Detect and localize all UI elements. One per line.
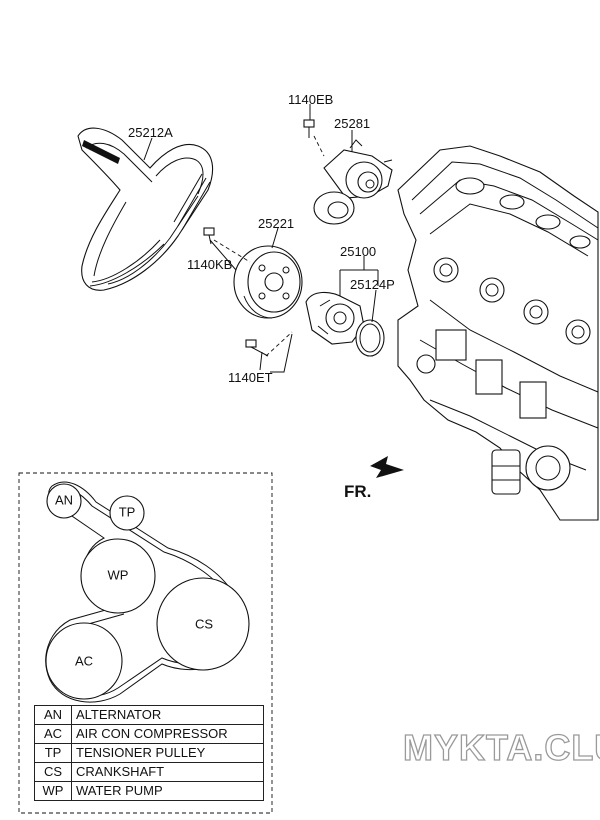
label-25212a: 25212A bbox=[128, 125, 173, 140]
pulley-wp-label: WP bbox=[108, 567, 129, 582]
legend-abbr: TP bbox=[34, 743, 72, 763]
pulley-ac bbox=[45, 622, 123, 700]
pulley-an bbox=[46, 483, 82, 519]
label-25100: 25100 bbox=[340, 244, 376, 259]
pulley-25221 bbox=[233, 245, 303, 319]
label-1140kb: 1140KB bbox=[187, 257, 232, 272]
label-25221: 25221 bbox=[258, 216, 294, 231]
legend-name: ALTERNATOR bbox=[71, 705, 264, 725]
bolt-1140kb bbox=[203, 227, 215, 245]
legend-row: CS CRANKSHAFT bbox=[34, 762, 264, 782]
pulley-cs-label: CS bbox=[195, 616, 213, 631]
belt-layout-frame bbox=[18, 472, 273, 814]
legend-abbr: CS bbox=[34, 762, 72, 782]
water-pump-assembly bbox=[305, 291, 385, 357]
drive-belt bbox=[77, 127, 214, 291]
tensioner-assembly bbox=[313, 139, 393, 225]
legend-abbr: AN bbox=[34, 705, 72, 725]
pulley-tp bbox=[109, 495, 145, 531]
pulley-cs bbox=[156, 577, 250, 671]
legend-abbr: AC bbox=[34, 724, 72, 744]
label-25281: 25281 bbox=[334, 116, 370, 131]
pulley-tp-label: TP bbox=[119, 504, 136, 519]
legend-name: CRANKSHAFT bbox=[71, 762, 264, 782]
belt-routing-diagram: AN TP WP CS AC bbox=[45, 481, 250, 703]
legend-name: WATER PUMP bbox=[71, 781, 264, 801]
front-direction-marker: FR. bbox=[344, 456, 404, 501]
legend-row: TP TENSIONER PULLEY bbox=[34, 743, 264, 763]
pulley-wp bbox=[80, 538, 156, 614]
watermark: MYKTA.CLUB bbox=[403, 727, 600, 768]
bolt-1140et bbox=[245, 339, 269, 357]
legend-table: AN ALTERNATOR AC AIR CON COMPRESSOR TP T… bbox=[34, 705, 264, 801]
label-25124p: 25124P bbox=[350, 277, 395, 292]
engine-block bbox=[397, 145, 599, 521]
label-1140eb: 1140EB bbox=[288, 92, 333, 107]
bolt-1140eb bbox=[303, 119, 315, 138]
pulley-an-label: AN bbox=[55, 492, 73, 507]
label-1140et: 1140ET bbox=[228, 370, 273, 385]
legend-row: AN ALTERNATOR bbox=[34, 705, 264, 725]
legend-name: AIR CON COMPRESSOR bbox=[71, 724, 264, 744]
legend-abbr: WP bbox=[34, 781, 72, 801]
leader-lines bbox=[143, 104, 379, 373]
legend-row: WP WATER PUMP bbox=[34, 781, 264, 801]
legend-name: TENSIONER PULLEY bbox=[71, 743, 264, 763]
legend-row: AC AIR CON COMPRESSOR bbox=[34, 724, 264, 744]
pulley-ac-label: AC bbox=[75, 653, 93, 668]
fr-label: FR. bbox=[344, 482, 371, 501]
